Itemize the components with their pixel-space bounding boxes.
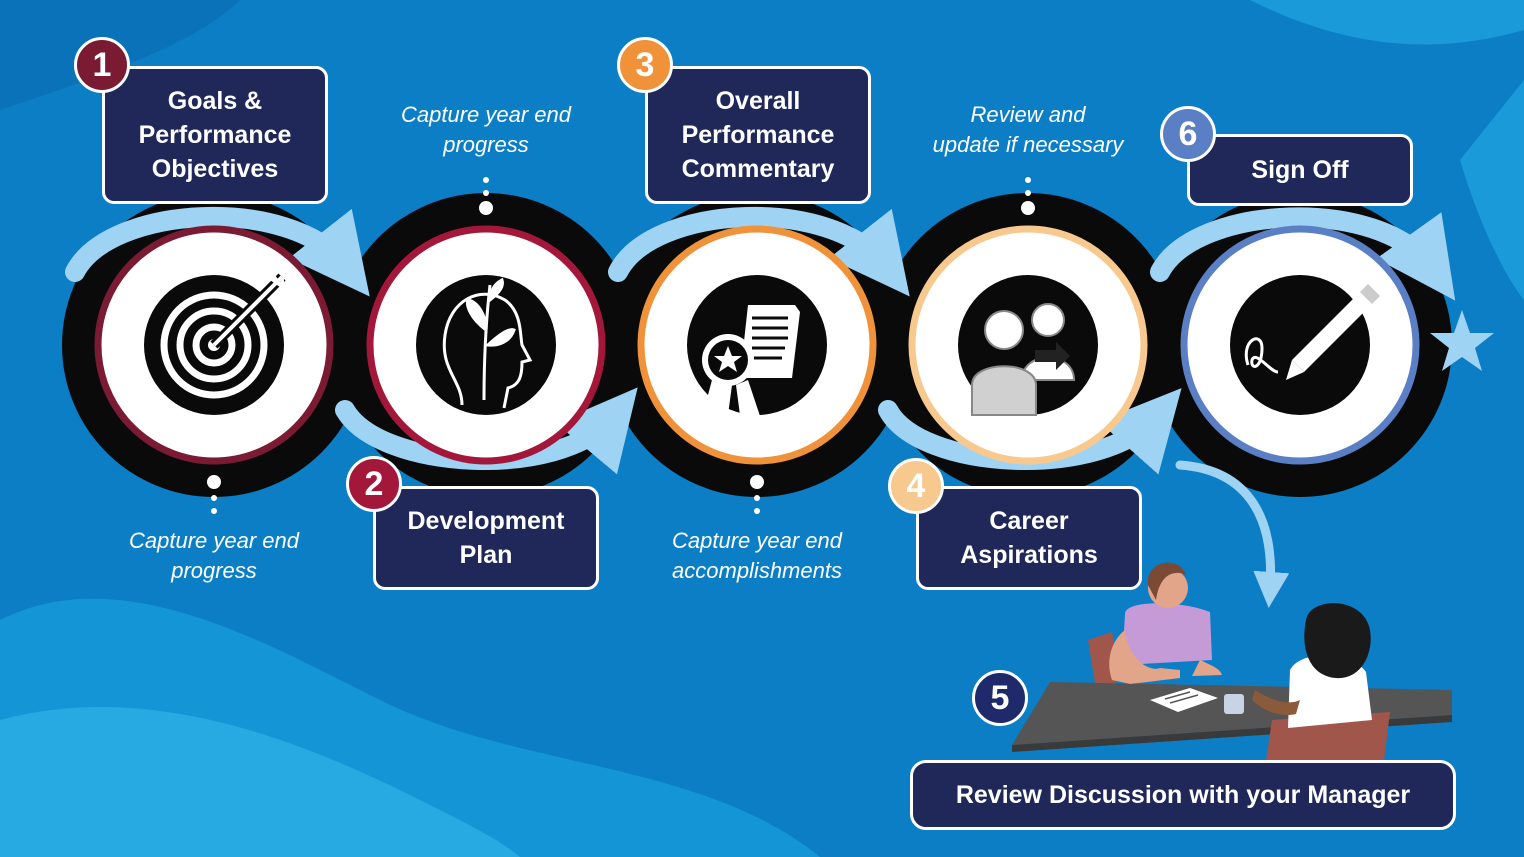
step-1-title-line1: Goals &: [167, 87, 263, 115]
step-1-title-line3: Objectives: [151, 155, 279, 183]
step-5-title: Review Discussion with your Manager: [955, 781, 1411, 809]
note-step-3-below: Capture year end accomplishments: [642, 526, 872, 586]
step-5-number: 5: [990, 678, 1010, 717]
step-3-badge: 3: [617, 37, 673, 93]
step-3-title-line3: Commentary: [681, 155, 835, 183]
step-3-box: Overall Performance Commentary: [645, 66, 871, 204]
step-6-badge: 6: [1160, 106, 1216, 162]
step-4-title-line1: Career: [989, 507, 1069, 535]
step-1-badge: 1: [74, 37, 130, 93]
step-3-title-line1: Overall: [715, 87, 801, 115]
step-1-number: 1: [92, 45, 112, 84]
two-people-icon: [971, 303, 1076, 416]
step-5-box: Review Discussion with your Manager: [910, 760, 1456, 830]
dot-connectors: [207, 177, 1035, 514]
step-4-title-line2: Aspirations: [960, 541, 1098, 569]
note-line: Review and: [970, 102, 1086, 127]
certificate-icon: [700, 305, 800, 430]
star-icon: [1430, 310, 1494, 371]
step-2-badge: 2: [346, 456, 402, 512]
step-4-box: Career Aspirations: [916, 486, 1142, 590]
arrow-1-2: [65, 206, 370, 297]
step-2-title-line2: Plan: [459, 541, 513, 569]
arrow-6-star: [1150, 207, 1456, 301]
note-step-4-above: Review and update if necessary: [908, 100, 1148, 160]
step-1-title-line2: Performance: [138, 121, 292, 149]
flow-arrows: [65, 206, 1456, 608]
target-icon: [160, 268, 292, 399]
step-4-number: 4: [906, 466, 926, 505]
note-step-2-above: Capture year end progress: [376, 100, 596, 160]
step-2-box: Development Plan: [373, 486, 599, 590]
note-line: Capture year end: [672, 528, 842, 553]
step-3-number: 3: [635, 45, 655, 84]
note-line: update if necessary: [932, 132, 1124, 157]
step-6-box: Sign Off: [1187, 134, 1413, 206]
step-6-title: Sign Off: [1251, 156, 1349, 184]
step-1-box: Goals & Performance Objectives: [102, 66, 328, 204]
step-2-title-line1: Development: [407, 507, 565, 535]
step-6-number: 6: [1178, 114, 1198, 153]
note-line: Capture year end: [129, 528, 299, 553]
step-4-badge: 4: [888, 458, 944, 514]
step-3-title-line2: Performance: [681, 121, 835, 149]
step-5-badge: 5: [972, 670, 1028, 726]
signature-pen-icon: [1244, 284, 1380, 380]
note-line: progress: [443, 132, 529, 157]
note-line: Capture year end: [401, 102, 571, 127]
note-line: accomplishments: [672, 558, 842, 583]
note-step-1-below: Capture year end progress: [104, 526, 324, 586]
step-2-number: 2: [364, 464, 384, 503]
arrow-to-discussion: [1175, 460, 1290, 608]
note-line: progress: [171, 558, 257, 583]
head-plant-icon: [442, 277, 533, 409]
meeting-illustration: [1012, 562, 1452, 760]
arrow-3-4: [608, 206, 910, 297]
